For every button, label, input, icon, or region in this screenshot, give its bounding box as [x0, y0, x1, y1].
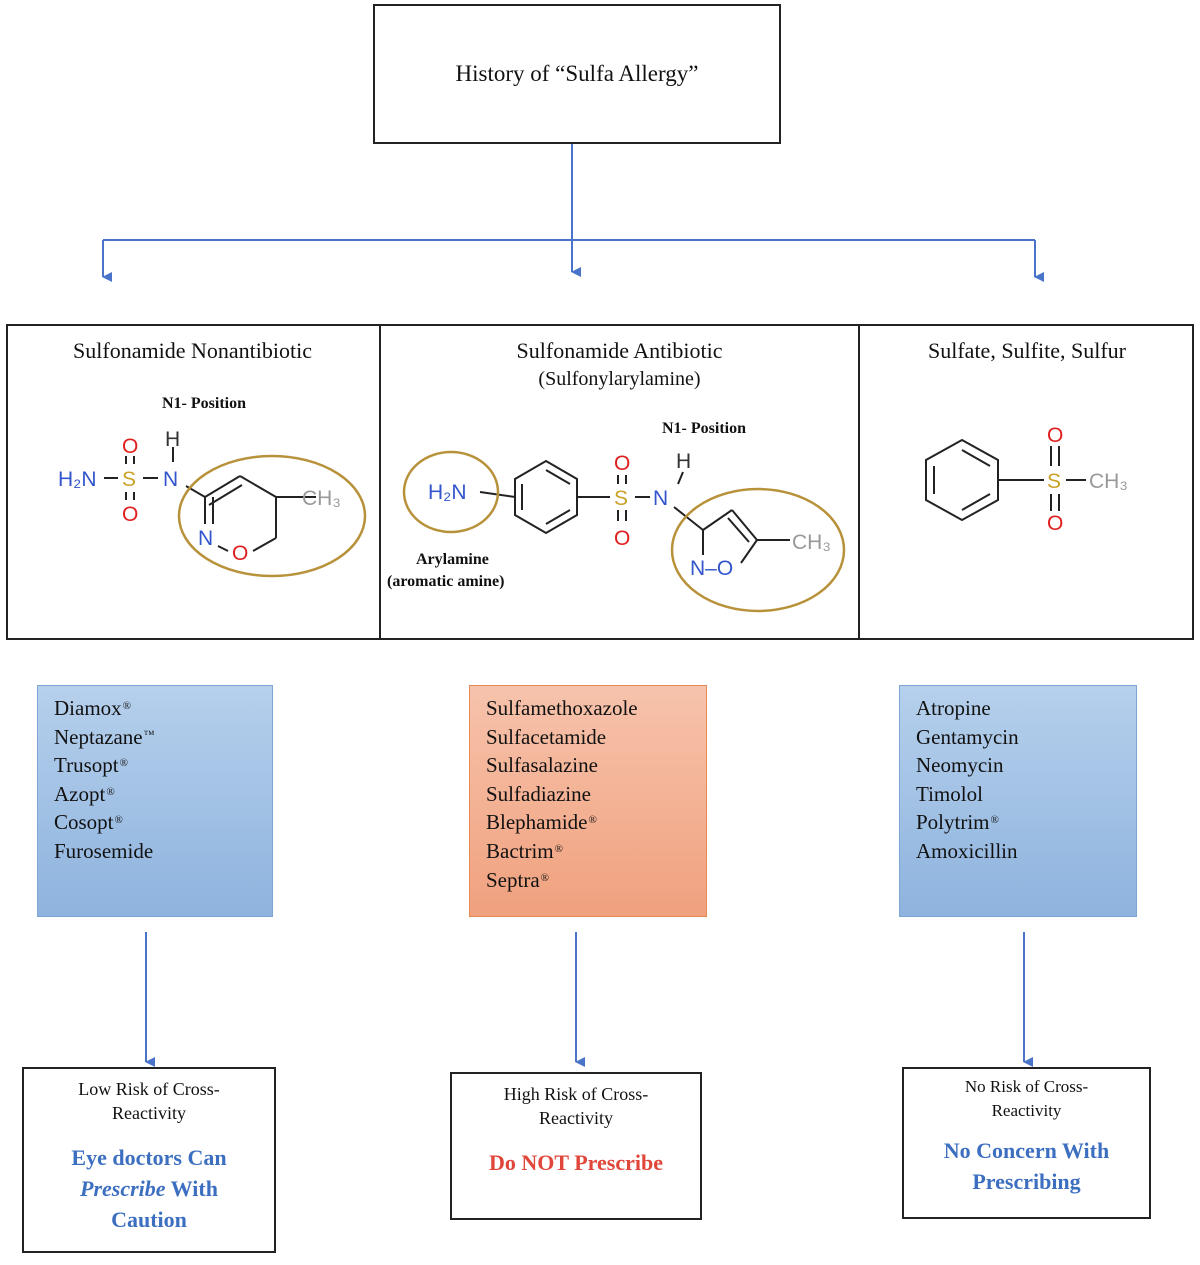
amine-group: H₂N [58, 468, 96, 491]
root-node-box: History of “Sulfa Allergy” [373, 4, 781, 144]
n1-position-label: N1- Position [662, 420, 746, 437]
hydrogen-atom: H [165, 428, 180, 451]
drug-list-antibiotic: Sulfamethoxazole Sulfacetamide Sulfasala… [469, 685, 707, 917]
sulfur-atom: S [614, 487, 628, 510]
list-item: Septra® [486, 867, 550, 892]
drug-list-nonantibiotic: Diamox® Neptazane™ Trusopt® Azopt® Cosop… [37, 685, 273, 917]
nitrogen-oxygen-pair: N–O [690, 557, 733, 580]
oxygen-atom: O [122, 435, 138, 458]
category-panel [6, 324, 1194, 640]
list-item: Amoxicillin [916, 838, 1018, 863]
category-subtitle-antibiotic: (Sulfonylarylamine) [538, 368, 701, 390]
list-item: Neptazane™ [54, 724, 155, 749]
category-divider [858, 324, 860, 640]
list-item: Gentamycin [916, 724, 1019, 749]
oxygen-atom: O [614, 527, 630, 550]
outcome-box-low-risk: Low Risk of Cross- Reactivity Eye doctor… [22, 1067, 276, 1253]
category-title-antibiotic: Sulfonamide Antibiotic [516, 338, 723, 363]
list-item: Neomycin [916, 753, 1004, 778]
list-item: Cosopt® [54, 810, 123, 835]
category-title-nonantibiotic: Sulfonamide Nonantibiotic [73, 338, 312, 363]
category-title-sulfate: Sulfate, Sulfite, Sulfur [928, 338, 1126, 363]
outcome-box-high-risk: High Risk of Cross- Reactivity Do NOT Pr… [450, 1072, 702, 1220]
list-item: Trusopt® [54, 753, 128, 778]
list-item: Polytrim® [916, 810, 999, 835]
list-item: Diamox® [54, 696, 132, 720]
list-item: Bactrim® [486, 838, 564, 863]
list-item: Sulfamethoxazole [486, 696, 638, 720]
list-item: Furosemide [54, 838, 154, 863]
oxygen-atom: O [614, 452, 630, 475]
verdict-no-concern: No Concern With Prescribing [943, 1138, 1110, 1194]
list-item: Sulfadiazine [486, 781, 591, 806]
sulfur-atom: S [122, 468, 136, 491]
methyl-group: CH₃ [1089, 470, 1128, 493]
amine-group: H₂N [428, 481, 466, 504]
oxygen-atom: O [232, 542, 248, 565]
category-divider [379, 324, 381, 640]
root-node-title: History of “Sulfa Allergy” [455, 61, 699, 86]
aromatic-amine-label: (aromatic amine) [387, 573, 505, 590]
outcome-box-no-risk: No Risk of Cross- Reactivity No Concern … [902, 1067, 1151, 1219]
verdict-do-not-prescribe: Do NOT Prescribe [489, 1150, 663, 1175]
list-item: Sulfasalazine [486, 753, 598, 778]
risk-label: Low Risk of Cross- Reactivity [78, 1079, 220, 1123]
hydrogen-atom: H [676, 450, 691, 473]
list-item: Blephamide® [486, 810, 597, 835]
list-item: Sulfacetamide [486, 724, 607, 749]
list-item: Azopt® [54, 781, 115, 806]
methyl-group: CH₃ [302, 487, 341, 510]
list-item: Timolol [916, 781, 983, 806]
n1-position-label: N1- Position [162, 395, 246, 412]
nitrogen-atom: N [163, 468, 178, 491]
sulfur-atom: S [1047, 470, 1061, 493]
list-item: Atropine [916, 696, 991, 720]
risk-label: High Risk of Cross- Reactivity [503, 1084, 649, 1128]
oxygen-atom: O [1047, 424, 1063, 447]
methyl-group: CH₃ [792, 531, 831, 554]
drug-list-sulfate: Atropine Gentamycin Neomycin Timolol Pol… [899, 685, 1137, 917]
verdict-prescribe-with-caution: Eye doctors Can Prescribe With Caution [71, 1145, 227, 1232]
arylamine-label: Arylamine [416, 551, 489, 568]
nitrogen-atom: N [198, 527, 213, 550]
risk-label: No Risk of Cross- Reactivity [964, 1077, 1089, 1120]
nitrogen-atom: N [653, 487, 668, 510]
oxygen-atom: O [122, 503, 138, 526]
oxygen-atom: O [1047, 512, 1063, 535]
